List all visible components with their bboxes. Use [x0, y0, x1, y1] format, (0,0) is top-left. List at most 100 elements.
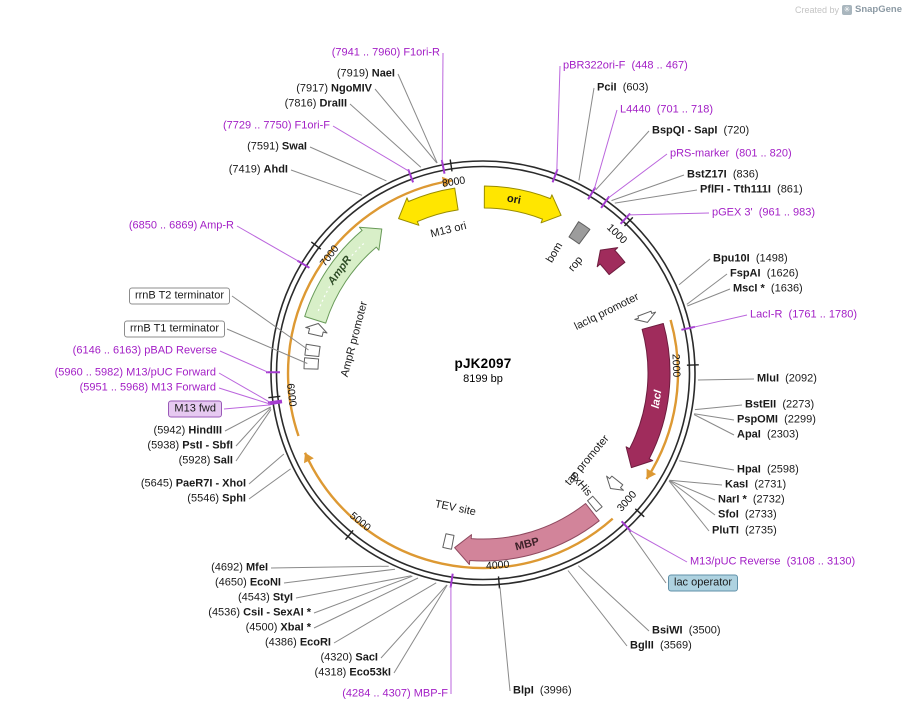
site-name: Bpu10I — [713, 252, 750, 265]
feature-laciq-promoter[interactable] — [634, 310, 657, 323]
enzyme-label-fspai[interactable]: FspAI (1626) — [730, 268, 798, 281]
primer-label-f1ori-f[interactable]: (7729 .. 7750) F1ori-F — [223, 120, 330, 133]
enzyme-label-bsiwi[interactable]: BsiWI (3500) — [652, 625, 720, 638]
primer-site-tick-972[interactable] — [619, 212, 631, 225]
enzyme-label-draiii[interactable]: (7816) DraIII — [285, 98, 347, 111]
enzyme-label-bstz17i[interactable]: BstZ17I (836) — [687, 169, 759, 182]
site-name: HindIII — [188, 424, 222, 437]
primer-site-tick-4295[interactable] — [449, 573, 454, 588]
enzyme-label-xbai[interactable]: (4500) XbaI * — [246, 622, 311, 635]
enzyme-label-pluti[interactable]: PluTI (2735) — [712, 525, 777, 538]
enzyme-label-sfoi[interactable]: SfoI (2733) — [718, 509, 777, 522]
feature-mbp[interactable] — [454, 503, 600, 565]
site-name: SfoI — [718, 508, 739, 521]
primer-label-pbr322ori-f[interactable]: pBR322ori-F (448 .. 467) — [563, 60, 688, 73]
primer-label-m13-puc-reverse[interactable]: M13/pUC Reverse (3108 .. 3130) — [690, 556, 855, 569]
enzyme-label-mlui[interactable]: MluI (2092) — [757, 373, 817, 386]
leader-apai — [693, 414, 735, 436]
site-position: (5645) — [140, 477, 173, 490]
site-position: (2732) — [752, 493, 785, 506]
boxed-label-lac-operator[interactable]: lac operator — [668, 574, 739, 592]
enzyme-label-pcii[interactable]: PciI (603) — [597, 82, 648, 95]
tick-mark-8000 — [449, 159, 453, 172]
enzyme-label-ecori[interactable]: (4386) EcoRI — [265, 637, 331, 650]
primer-label-laci-r[interactable]: LacI-R (1761 .. 1780) — [750, 309, 857, 322]
enzyme-label-styi[interactable]: (4543) StyI — [238, 592, 293, 605]
boxed-label-m13-fwd[interactable]: M13 fwd — [168, 400, 222, 418]
leader-pspomi — [694, 413, 735, 421]
enzyme-label-apai[interactable]: ApaI (2303) — [737, 429, 799, 442]
feature-6xhis[interactable] — [587, 495, 603, 513]
enzyme-label-bspqi-sapi[interactable]: BspQI - SapI (720) — [652, 125, 749, 138]
enzyme-label-kasi[interactable]: KasI (2731) — [725, 479, 786, 492]
primer-label-pgex-3[interactable]: pGEX 3' (961 .. 983) — [712, 207, 815, 220]
feature-tac-promoter[interactable] — [606, 475, 624, 491]
primer-site-tick-5971[interactable] — [267, 399, 283, 404]
leader-rrnb-t1-terminator — [226, 328, 308, 364]
feature-m13-ori[interactable] — [398, 187, 459, 226]
enzyme-label-hpai[interactable]: HpaI (2598) — [737, 464, 799, 477]
enzyme-label-bglii[interactable]: BglII (3569) — [630, 640, 692, 653]
enzyme-label-msci[interactable]: MscI * (1636) — [733, 283, 803, 296]
enzyme-label-nari[interactable]: NarI * (2732) — [718, 494, 785, 507]
enzyme-label-sali[interactable]: (5928) SalI — [179, 455, 233, 468]
enzyme-label-econi[interactable]: (4650) EcoNI — [215, 577, 281, 590]
feature-ampr[interactable] — [304, 226, 383, 324]
primer-label-prs-marker[interactable]: pRS-marker (801 .. 820) — [670, 148, 792, 161]
site-name: BsiWI — [652, 624, 683, 637]
site-name: F1ori-R — [403, 46, 440, 59]
enzyme-label-naei[interactable]: (7919) NaeI — [337, 68, 395, 81]
enzyme-label-csii-sexai[interactable]: (4536) CsiI - SexAI * — [208, 607, 311, 620]
feature-rrnb-t1-terminator[interactable] — [303, 357, 320, 370]
primer-label-mbp-f[interactable]: (4284 .. 4307) MBP-F — [342, 688, 448, 701]
enzyme-label-sphi[interactable]: (5546) SphI — [187, 493, 246, 506]
enzyme-label-saci[interactable]: (4320) SacI — [321, 652, 379, 665]
feature-ori[interactable] — [483, 185, 562, 224]
enzyme-label-pflfi-tth111i[interactable]: PflFI - Tth111I (861) — [700, 184, 803, 197]
primer-label-m13-forward[interactable]: (5951 .. 5968) M13 Forward — [80, 382, 216, 395]
watermark: Created by ✳ SnapGene — [795, 4, 902, 15]
primer-site-tick-7740[interactable] — [407, 168, 415, 183]
primer-site-tick-1770[interactable] — [681, 325, 696, 331]
enzyme-label-bpu10i[interactable]: Bpu10I (1498) — [713, 253, 788, 266]
primer-site-tick-3119[interactable] — [620, 520, 632, 533]
enzyme-label-eco53ki[interactable]: (4318) Eco53kI — [315, 667, 391, 680]
feature-ampr-promoter[interactable] — [305, 323, 328, 337]
feature-rop[interactable] — [596, 247, 626, 276]
primer-label-f1ori-r[interactable]: (7941 .. 7960) F1ori-R — [332, 47, 440, 60]
primer-label-pbad-reverse[interactable]: (6146 .. 6163) pBAD Reverse — [73, 345, 217, 358]
enzyme-label-hindiii[interactable]: (5942) HindIII — [154, 425, 222, 438]
site-position: (603) — [622, 81, 649, 94]
feature-rrnb-t2-terminator[interactable] — [304, 343, 321, 357]
primer-label-m13-puc-forward[interactable]: (5960 .. 5982) M13/pUC Forward — [55, 367, 216, 380]
boxed-label-rrnb-t1-terminator[interactable]: rrnB T1 terminator — [123, 320, 225, 338]
enzyme-label-ngomiv[interactable]: (7917) NgoMIV — [296, 83, 372, 96]
enzyme-label-blpi[interactable]: BlpI (3996) — [513, 685, 572, 698]
feature-bom[interactable] — [568, 221, 591, 245]
enzyme-label-mfei[interactable]: (4692) MfeI — [211, 562, 268, 575]
leader-prs-marker — [607, 153, 668, 199]
enzyme-label-pspomi[interactable]: PspOMI (2299) — [737, 414, 816, 427]
primer-site-tick-457[interactable] — [551, 168, 559, 183]
primer-site-tick-810[interactable] — [600, 195, 611, 209]
enzyme-label-ahdi[interactable]: (7419) AhdI — [229, 164, 288, 177]
primer-site-tick-710[interactable] — [587, 186, 597, 200]
primer-site-tick-7950[interactable] — [440, 159, 446, 174]
primer-label-amp-r[interactable]: (6850 .. 6869) Amp-R — [129, 220, 234, 233]
leader-pflfi-tth111i — [614, 189, 698, 204]
plasmid-title-block: pJK2097 8199 bp — [455, 356, 512, 385]
enzyme-label-swai[interactable]: (7591) SwaI — [247, 141, 307, 154]
boxed-label-rrnb-t2-terminator[interactable]: rrnB T2 terminator — [128, 287, 230, 305]
leader-m13-forward — [218, 387, 271, 405]
primer-site-tick-5960[interactable] — [268, 401, 283, 406]
leader-sphi — [248, 468, 291, 500]
primer-label-l4440[interactable]: L4440 (701 .. 718) — [620, 104, 713, 117]
enzyme-label-bsteii[interactable]: BstEII (2273) — [745, 399, 814, 412]
leader-naei — [397, 73, 438, 164]
enzyme-label-psti-sbfi[interactable]: (5938) PstI - SbfI — [147, 440, 233, 453]
feature-tev-site[interactable] — [442, 533, 455, 550]
enzyme-label-paer7i-xhoi[interactable]: (5645) PaeR7I - XhoI — [141, 478, 246, 491]
feature-laci[interactable] — [625, 323, 671, 469]
primer-site-tick-6860[interactable] — [296, 259, 310, 269]
reading-frame-arc-3 — [286, 179, 453, 437]
